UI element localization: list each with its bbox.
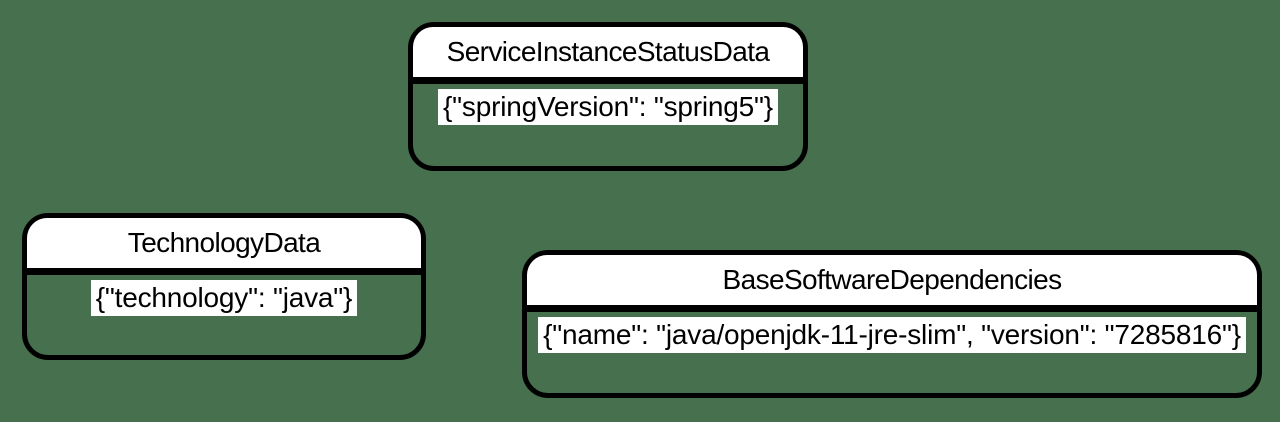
node-title: ServiceInstanceStatusData xyxy=(446,36,770,67)
node-json-text: {"name": "java/openjdk-11-jre-slim", "ve… xyxy=(538,317,1246,353)
node-title: BaseSoftwareDependencies xyxy=(722,264,1063,295)
node-title: TechnologyData xyxy=(127,227,321,258)
node-json-text: {"technology": "java"} xyxy=(90,280,358,316)
node-technology-data: TechnologyData {"technology": "java"} xyxy=(22,213,426,360)
node-service-instance-status-data: ServiceInstanceStatusData {"springVersio… xyxy=(408,22,808,171)
node-title-bar: BaseSoftwareDependencies xyxy=(527,255,1257,312)
node-body: {"name": "java/openjdk-11-jre-slim", "ve… xyxy=(527,312,1257,353)
node-title-bar: TechnologyData xyxy=(27,218,421,275)
node-json-text: {"springVersion": "spring5"} xyxy=(438,89,778,125)
node-body: {"technology": "java"} xyxy=(27,275,421,316)
node-title-bar: ServiceInstanceStatusData xyxy=(413,27,803,84)
node-body: {"springVersion": "spring5"} xyxy=(413,84,803,125)
node-base-software-dependencies: BaseSoftwareDependencies {"name": "java/… xyxy=(522,250,1262,398)
